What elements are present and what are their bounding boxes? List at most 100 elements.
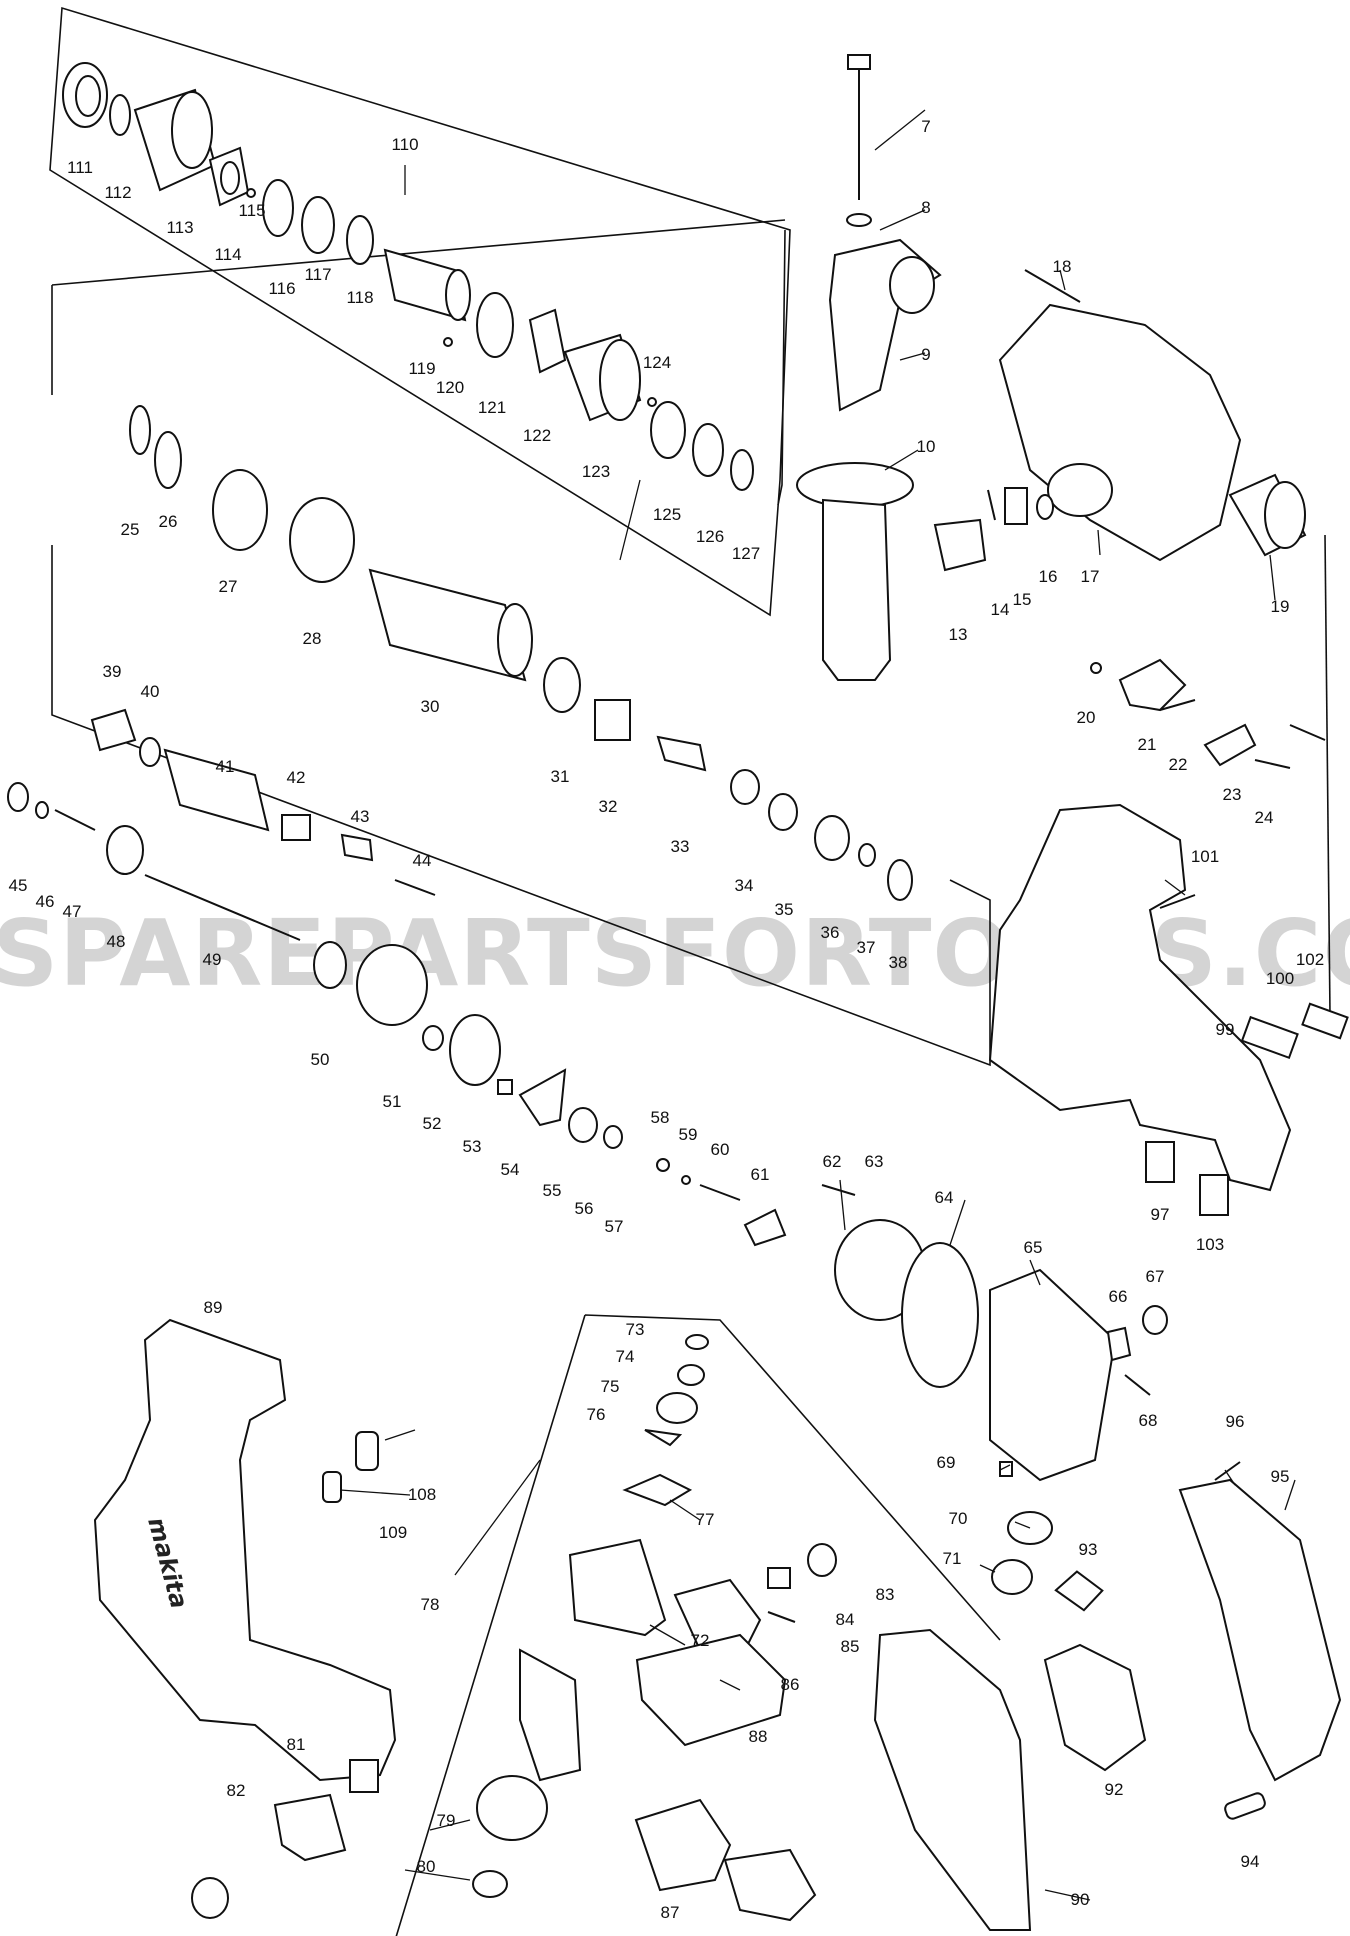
part-52-icon [422, 1025, 444, 1051]
callout-72: 72 [691, 1631, 710, 1650]
part-10-side-grip-icon [796, 462, 914, 681]
part-121-icon [476, 292, 514, 358]
callout-117: 117 [304, 265, 331, 284]
part-87-icon [634, 1798, 732, 1892]
part-41-piston-icon [163, 748, 270, 832]
part-62-screw-icon [821, 1184, 856, 1196]
part-84-icon [767, 1567, 791, 1589]
part-32-icon [594, 699, 631, 741]
callout-55: 55 [543, 1181, 562, 1200]
part-102-label-icon [1301, 1002, 1349, 1040]
part-board-unlabeled-icon [723, 1848, 817, 1922]
part-83-icon [807, 1543, 837, 1577]
callout-62: 62 [823, 1152, 842, 1171]
callout-34: 34 [735, 876, 754, 895]
part-59-icon [681, 1175, 691, 1185]
callout-53: 53 [463, 1137, 482, 1156]
part-9-handle-clamp-icon [828, 238, 942, 412]
part-19-sleeve-icon [1228, 473, 1307, 557]
part-82-icon [273, 1793, 347, 1862]
part-45-icon [7, 782, 29, 812]
part-95-housing-icon [1178, 1478, 1342, 1782]
callout-56: 56 [575, 1199, 594, 1218]
part-23-icon [1203, 723, 1257, 767]
callout-13: 13 [949, 625, 968, 644]
assembly-outline-25-38 [51, 219, 991, 1067]
assembly-110-outline [49, 6, 791, 617]
part-125-icon [650, 401, 686, 459]
callout-77: 77 [696, 1510, 715, 1529]
part-68-spring-icon [1124, 1374, 1151, 1396]
part-38-icon [887, 859, 913, 901]
part-53-gear-icon [449, 1014, 501, 1086]
callout-39: 39 [103, 662, 122, 681]
part-26-icon [154, 431, 182, 489]
callout-112: 112 [104, 183, 131, 202]
callout-89: 89 [204, 1298, 223, 1317]
callout-99: 99 [1216, 1020, 1235, 1039]
part-77-icon [622, 1473, 693, 1507]
callout-37: 37 [857, 938, 876, 957]
callout-52: 52 [423, 1114, 442, 1133]
part-20-icon [1090, 662, 1102, 674]
part-58-icon [656, 1158, 670, 1172]
callout-9: 9 [921, 345, 930, 364]
part-57-icon [603, 1125, 623, 1149]
callout-80: 80 [417, 1857, 436, 1876]
callout-124: 124 [643, 353, 671, 372]
callout-17: 17 [1081, 567, 1100, 586]
callout-27: 27 [219, 577, 238, 596]
part-54-icon [497, 1079, 513, 1095]
callout-119: 119 [408, 359, 435, 378]
callout-41: 41 [216, 757, 235, 776]
callout-14: 14 [991, 600, 1010, 619]
callout-69: 69 [937, 1453, 956, 1472]
part-7-bolt-icon [847, 54, 871, 200]
part-16-icon [1036, 494, 1054, 520]
part-103-label-icon [1199, 1174, 1229, 1216]
part-123-icon [563, 333, 642, 422]
callout-51: 51 [383, 1092, 402, 1111]
callout-57: 57 [605, 1217, 624, 1236]
part-51-crank-housing-icon [356, 944, 428, 1026]
part-47-spring-icon [54, 809, 96, 831]
callout-54: 54 [501, 1160, 520, 1179]
callout-92: 92 [1105, 1780, 1124, 1799]
part-48-icon [106, 825, 144, 875]
callout-36: 36 [821, 923, 840, 942]
callout-65: 65 [1024, 1238, 1043, 1257]
callout-47: 47 [63, 902, 82, 921]
part-15-brush-icon [1004, 487, 1028, 525]
callout-79: 79 [437, 1811, 456, 1830]
callout-38: 38 [889, 953, 908, 972]
part-8-washer-icon [846, 213, 872, 227]
part-114-icon [208, 146, 250, 207]
part-101-screw-icon [1159, 894, 1196, 909]
callout-19: 19 [1271, 597, 1290, 616]
callout-127: 127 [732, 544, 760, 563]
part-40-icon [139, 737, 161, 767]
part-80-bearing-icon [472, 1870, 508, 1898]
callout-26: 26 [159, 512, 178, 531]
callout-7: 7 [921, 117, 930, 136]
part-56-bearing-icon [568, 1107, 598, 1143]
part-21-icon [1118, 658, 1187, 712]
callout-64: 64 [935, 1188, 954, 1207]
part-39-icon [90, 708, 137, 752]
callout-108: 108 [408, 1485, 436, 1504]
callout-116: 116 [268, 279, 295, 298]
callout-88: 88 [749, 1727, 768, 1746]
part-85-screw-icon [767, 1611, 796, 1623]
callout-126: 126 [696, 527, 724, 546]
part-93-icon [1054, 1570, 1104, 1612]
part-13-icon [933, 518, 987, 572]
callout-90: 90 [1071, 1890, 1090, 1909]
part-31-icon [543, 657, 581, 713]
part-37-icon [858, 843, 876, 867]
callout-21: 21 [1138, 735, 1157, 754]
callout-18: 18 [1053, 257, 1072, 276]
part-17-gear-housing-icon [998, 303, 1242, 562]
callout-97: 97 [1151, 1205, 1170, 1224]
part-75-bearing-icon [656, 1392, 698, 1424]
callout-83: 83 [876, 1585, 895, 1604]
